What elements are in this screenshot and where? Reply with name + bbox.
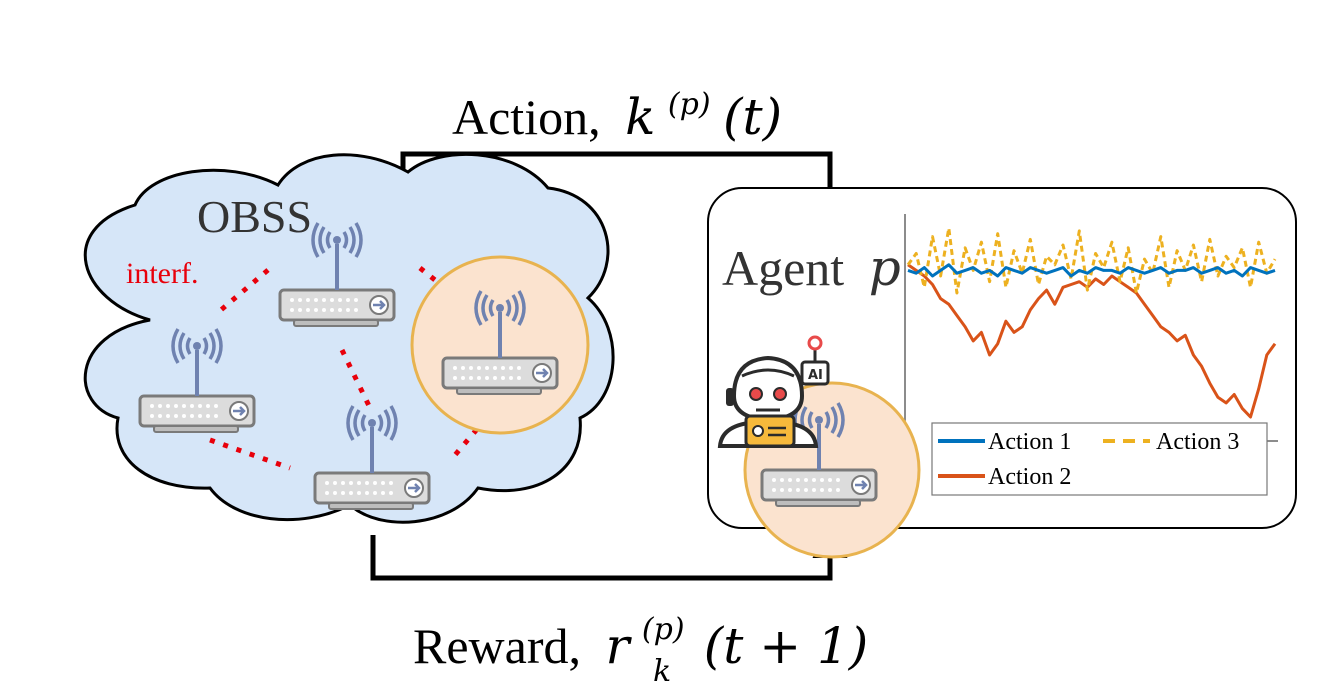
reward-label: Reward, r (p) k (t + 1) <box>413 594 868 692</box>
interference-link <box>453 406 497 457</box>
reward-word: Reward, <box>413 618 581 674</box>
legend-label-action-3: Action 3 <box>1156 429 1239 455</box>
reward-symbol: r <box>606 617 633 675</box>
reward-arrow <box>370 523 848 581</box>
legend-box <box>931 422 1268 496</box>
action-superscript: (p) <box>668 87 711 122</box>
robot-chip-text: AI <box>808 368 823 383</box>
agent-label: Agent p <box>722 239 901 297</box>
agent-symbol: p <box>869 239 901 297</box>
chart-legend: Action 1 Action 3 Action 2 <box>931 422 1268 496</box>
series-line-action-1 <box>907 263 1276 278</box>
action-argument: (t) <box>723 88 782 146</box>
chart-series-layer <box>906 226 1277 419</box>
legend-label-action-2: Action 2 <box>988 464 1071 490</box>
interference-label: interf. <box>126 257 198 290</box>
action-label: Action, k (p) (t) <box>452 69 782 146</box>
reward-subscript: k <box>653 654 671 689</box>
robot-agent-icon: AI <box>717 335 830 448</box>
interference-link <box>209 437 291 471</box>
interference-link <box>213 268 270 317</box>
obss-label: OBSS <box>197 191 312 242</box>
action-word: Action, <box>452 89 601 145</box>
legend-label-action-1: Action 1 <box>988 429 1071 455</box>
agent-word: Agent <box>722 240 844 296</box>
action-symbol: k <box>625 88 655 146</box>
series-line-action-2 <box>907 263 1277 419</box>
reward-argument: (t + 1) <box>704 617 869 675</box>
reward-superscript: (p) <box>642 612 685 647</box>
interference-link <box>339 348 375 414</box>
